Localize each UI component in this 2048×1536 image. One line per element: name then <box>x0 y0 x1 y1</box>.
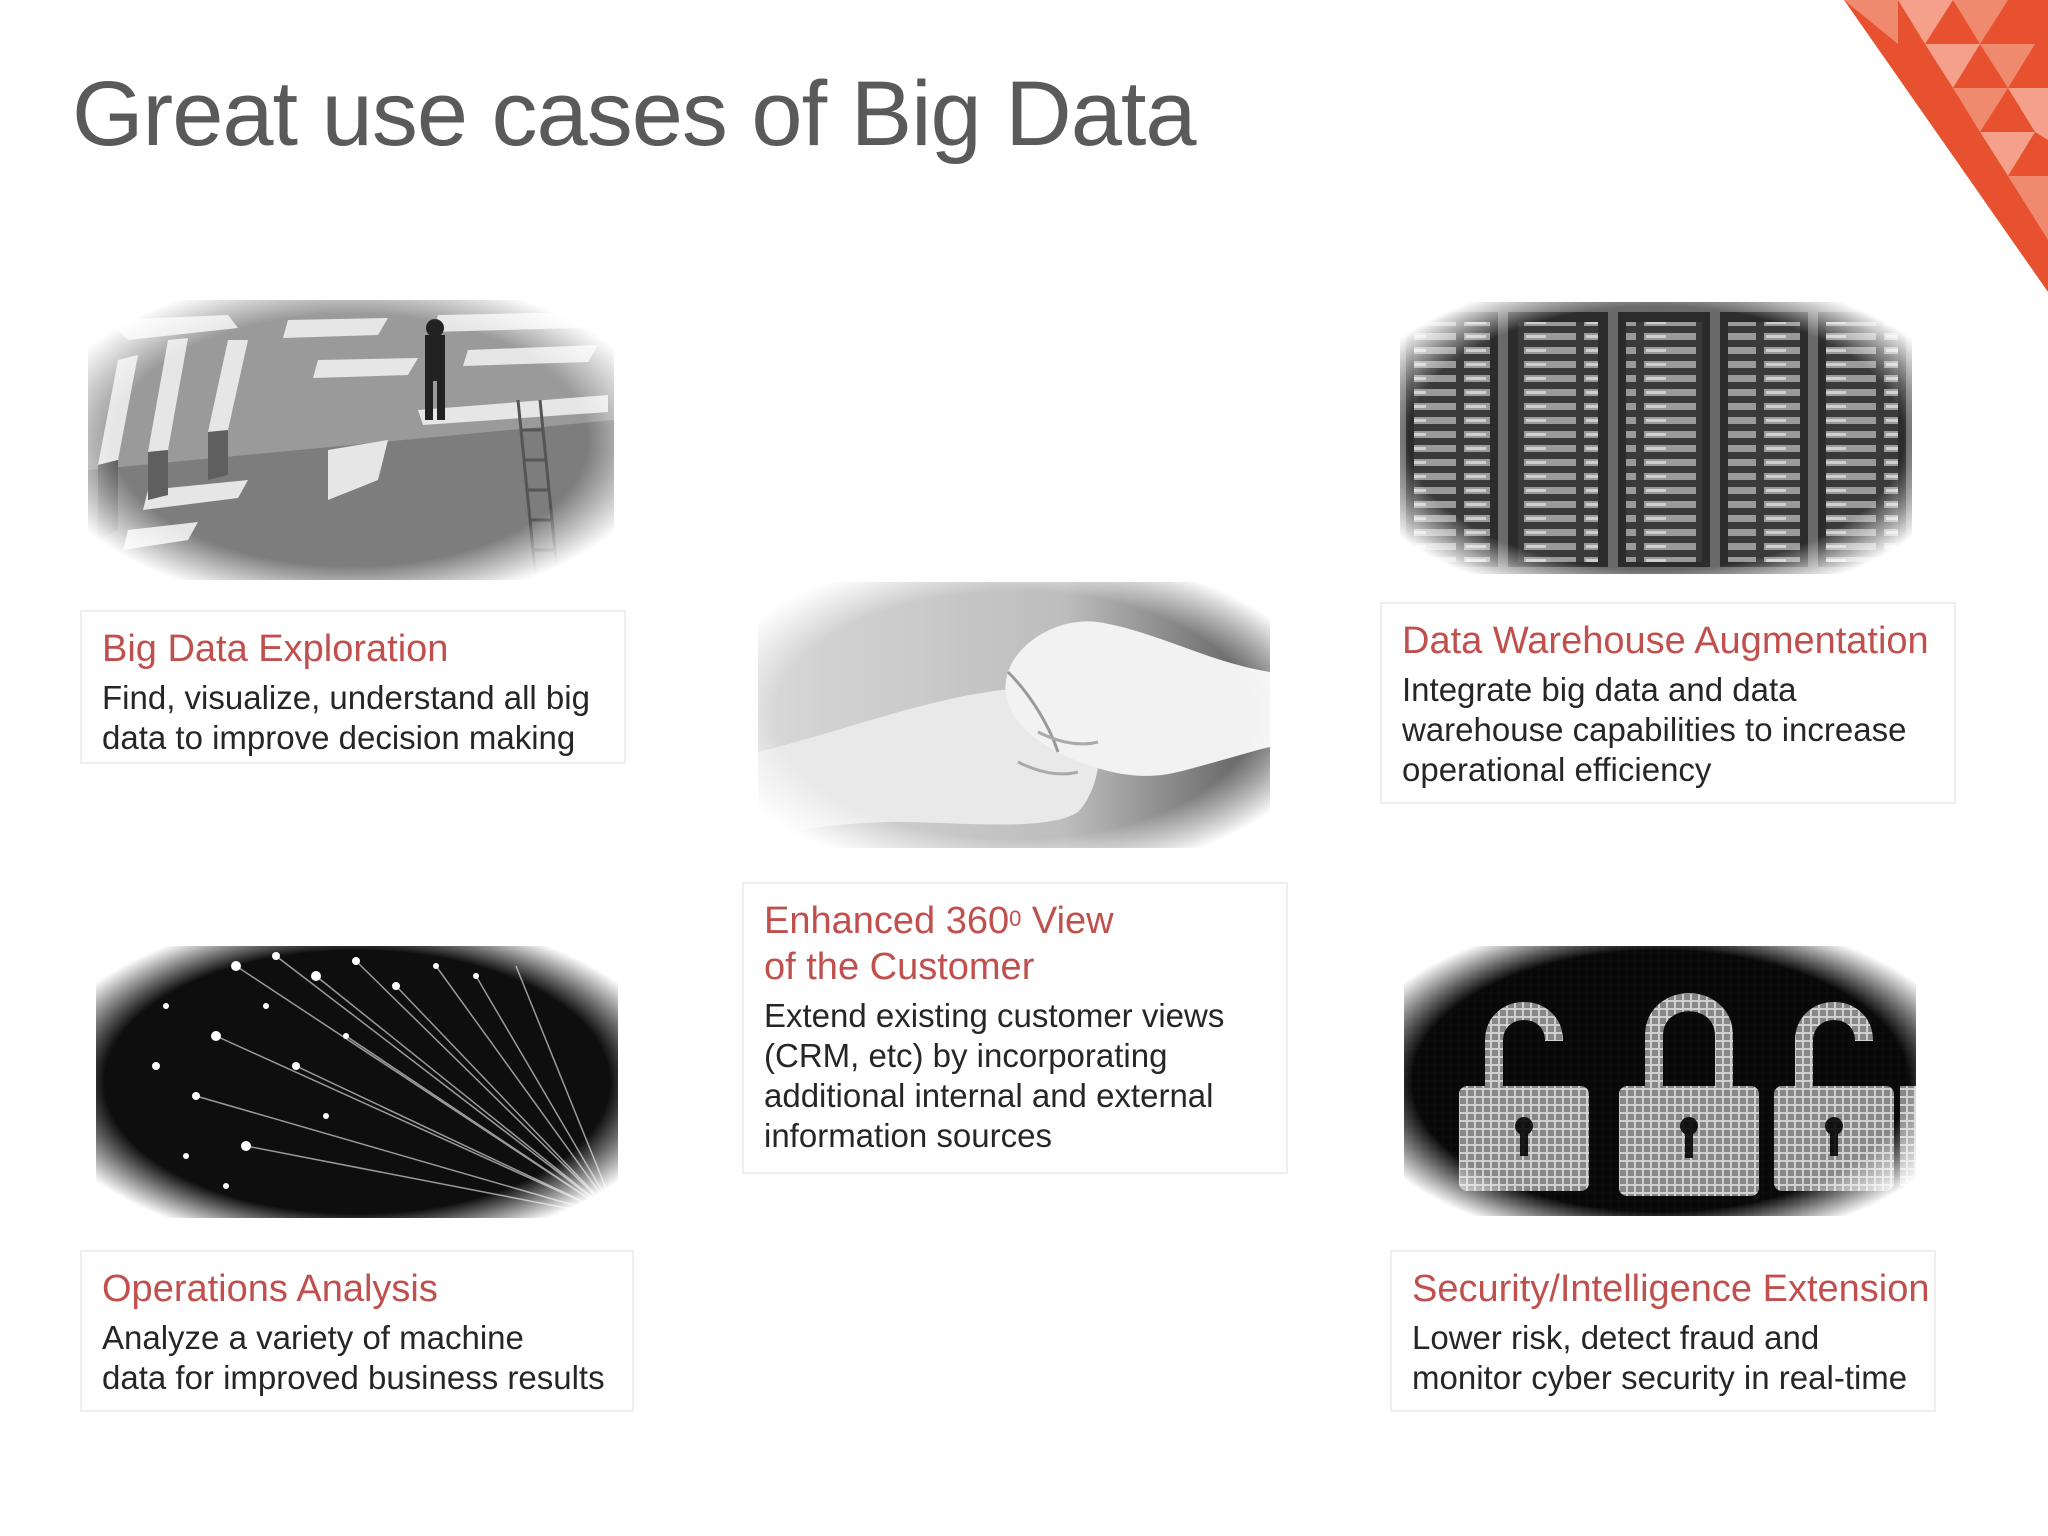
card-title: Big Data Exploration <box>102 628 449 670</box>
card-description-line: warehouse capabilities to increase <box>1402 711 1907 748</box>
card-description-line: operational efficiency <box>1402 751 1712 788</box>
padlock-icon <box>1404 946 1916 1216</box>
card-description-line: data for improved business results <box>102 1359 605 1396</box>
padlocks-image <box>1404 946 1916 1216</box>
card-title-text: Enhanced 360 <box>764 900 1010 942</box>
corner-triangles-decoration <box>1844 0 2048 292</box>
server-racks-image <box>1400 302 1912 574</box>
card-description-line: Lower risk, detect fraud and <box>1412 1319 1820 1356</box>
handshake-image <box>758 582 1270 848</box>
card-security-intelligence-extension: Security/Intelligence Extension Lower ri… <box>1390 1250 1936 1412</box>
handshake-icon <box>758 582 1270 848</box>
card-operations-analysis: Operations Analysis Analyze a variety of… <box>80 1250 634 1412</box>
card-title-line-2: of the Customer <box>764 946 1035 988</box>
card-description-line: Extend existing customer views <box>764 997 1225 1034</box>
fiber-optics-image <box>96 946 618 1218</box>
card-title-text-end: View <box>1021 900 1114 942</box>
card-title: Security/Intelligence Extension <box>1412 1268 1930 1310</box>
card-description: Find, visualize, understand all big data… <box>102 678 604 758</box>
card-description-line: Analyze a variety of machine <box>102 1319 524 1356</box>
card-title-superscript: 0 <box>1009 906 1022 931</box>
card-description: Extend existing customer views (CRM, etc… <box>764 996 1266 1156</box>
card-description-line: Integrate big data and data <box>1402 671 1797 708</box>
card-description: Analyze a variety of machine data for im… <box>102 1318 612 1398</box>
card-enhanced-360-view: Enhanced 3600 View of the Customer Exten… <box>742 882 1288 1174</box>
card-description-line: additional internal and external <box>764 1077 1214 1114</box>
server-rack-icon <box>1400 302 1912 574</box>
maze-icon <box>88 300 614 580</box>
fiber-optics-icon <box>96 946 618 1218</box>
card-description: Integrate big data and data warehouse ca… <box>1402 670 1934 790</box>
card-description-line: Find, visualize, understand all big <box>102 679 590 716</box>
card-description-line: information sources <box>764 1117 1052 1154</box>
card-big-data-exploration: Big Data Exploration Find, visualize, un… <box>80 610 626 764</box>
card-description-line: monitor cyber security in real-time <box>1412 1359 1908 1396</box>
maze-image <box>88 300 614 580</box>
card-title: Operations Analysis <box>102 1268 438 1310</box>
card-title: Data Warehouse Augmentation <box>1402 620 1929 662</box>
card-description-line: (CRM, etc) by incorporating <box>764 1037 1168 1074</box>
slide-title: Great use cases of Big Data <box>72 63 1197 165</box>
card-data-warehouse-augmentation: Data Warehouse Augmentation Integrate bi… <box>1380 602 1956 804</box>
card-title: Enhanced 3600 View <box>764 898 1266 944</box>
card-description-line: data to improve decision making <box>102 719 576 756</box>
card-description: Lower risk, detect fraud and monitor cyb… <box>1412 1318 1914 1398</box>
